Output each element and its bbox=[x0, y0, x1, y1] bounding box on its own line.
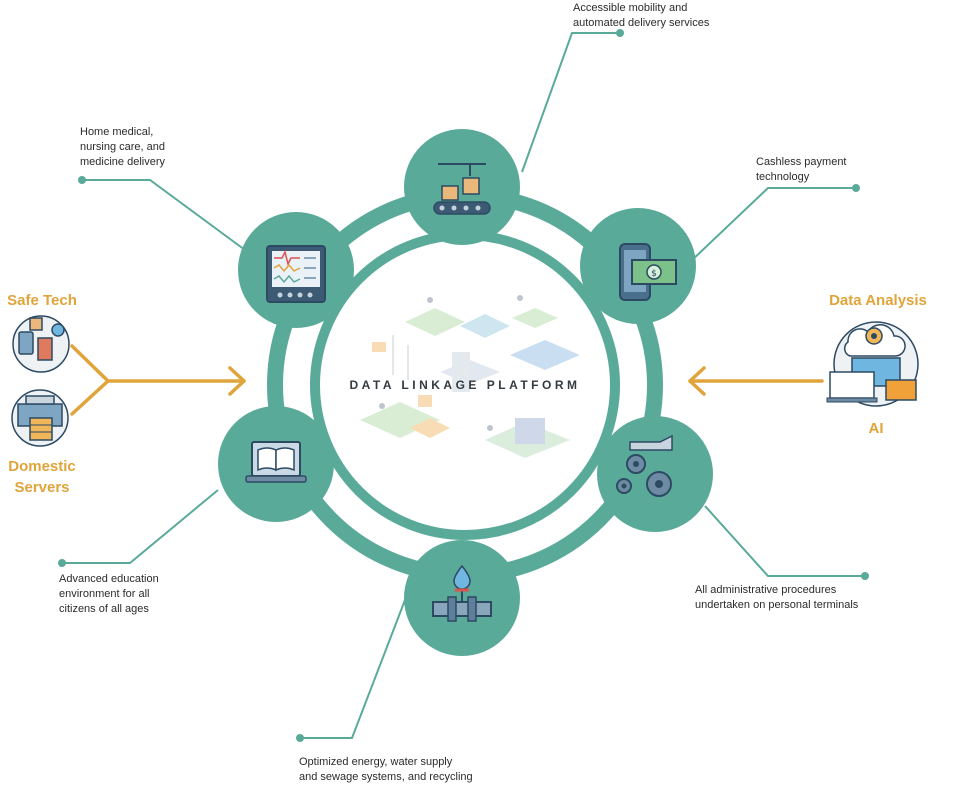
connector-administrative bbox=[704, 505, 865, 577]
caption-cashless: Cashless payment technology bbox=[756, 156, 847, 183]
service-node-medical bbox=[238, 212, 354, 328]
caption-medical: Home medical, nursing care, and medicine… bbox=[80, 126, 165, 168]
label-domestic-servers: Domestic Servers bbox=[8, 458, 76, 496]
connector-lines bbox=[62, 32, 865, 739]
platform-title: DATA LINKAGE PLATFORM bbox=[349, 378, 581, 392]
service-node-mobility bbox=[404, 129, 520, 245]
service-node-education bbox=[218, 406, 334, 522]
svg-text:$: $ bbox=[651, 269, 657, 279]
label-safe-tech: Safe Tech bbox=[7, 292, 77, 309]
caption-mobility: Accessible mobility and automated delive… bbox=[573, 2, 710, 29]
service-node-energy bbox=[404, 540, 520, 656]
cashless-payment-icon: $ bbox=[619, 243, 677, 301]
gears-hand-icon bbox=[616, 434, 673, 497]
water-pipe-icon bbox=[432, 564, 492, 622]
service-node-cashless: $ bbox=[580, 208, 696, 324]
service-node-administrative bbox=[597, 416, 713, 532]
connector-energy bbox=[300, 599, 406, 739]
safe-tech-icon bbox=[12, 315, 70, 373]
laptop-book-icon bbox=[245, 441, 307, 483]
label-ai: AI bbox=[868, 420, 884, 437]
domestic-servers-icon bbox=[11, 389, 69, 447]
connector-mobility bbox=[521, 32, 620, 173]
connector-education bbox=[62, 489, 219, 564]
right-input-arrow bbox=[688, 366, 824, 396]
delivery-conveyor-icon bbox=[433, 163, 491, 215]
connector-medical bbox=[82, 179, 246, 251]
data-analysis-ai-icon bbox=[826, 321, 919, 407]
caption-energy: Optimized energy, water supply and sewag… bbox=[299, 756, 473, 783]
connector-dots bbox=[58, 29, 869, 742]
caption-education: Advanced education environment for all c… bbox=[59, 573, 159, 615]
caption-administrative: All administrative procedures undertaken… bbox=[695, 584, 859, 611]
left-input-arrow bbox=[70, 344, 246, 416]
medical-monitor-icon bbox=[266, 245, 326, 303]
smart-city-illustration bbox=[360, 295, 580, 458]
connector-cashless bbox=[689, 187, 856, 263]
label-data-analysis: Data Analysis bbox=[829, 292, 927, 309]
